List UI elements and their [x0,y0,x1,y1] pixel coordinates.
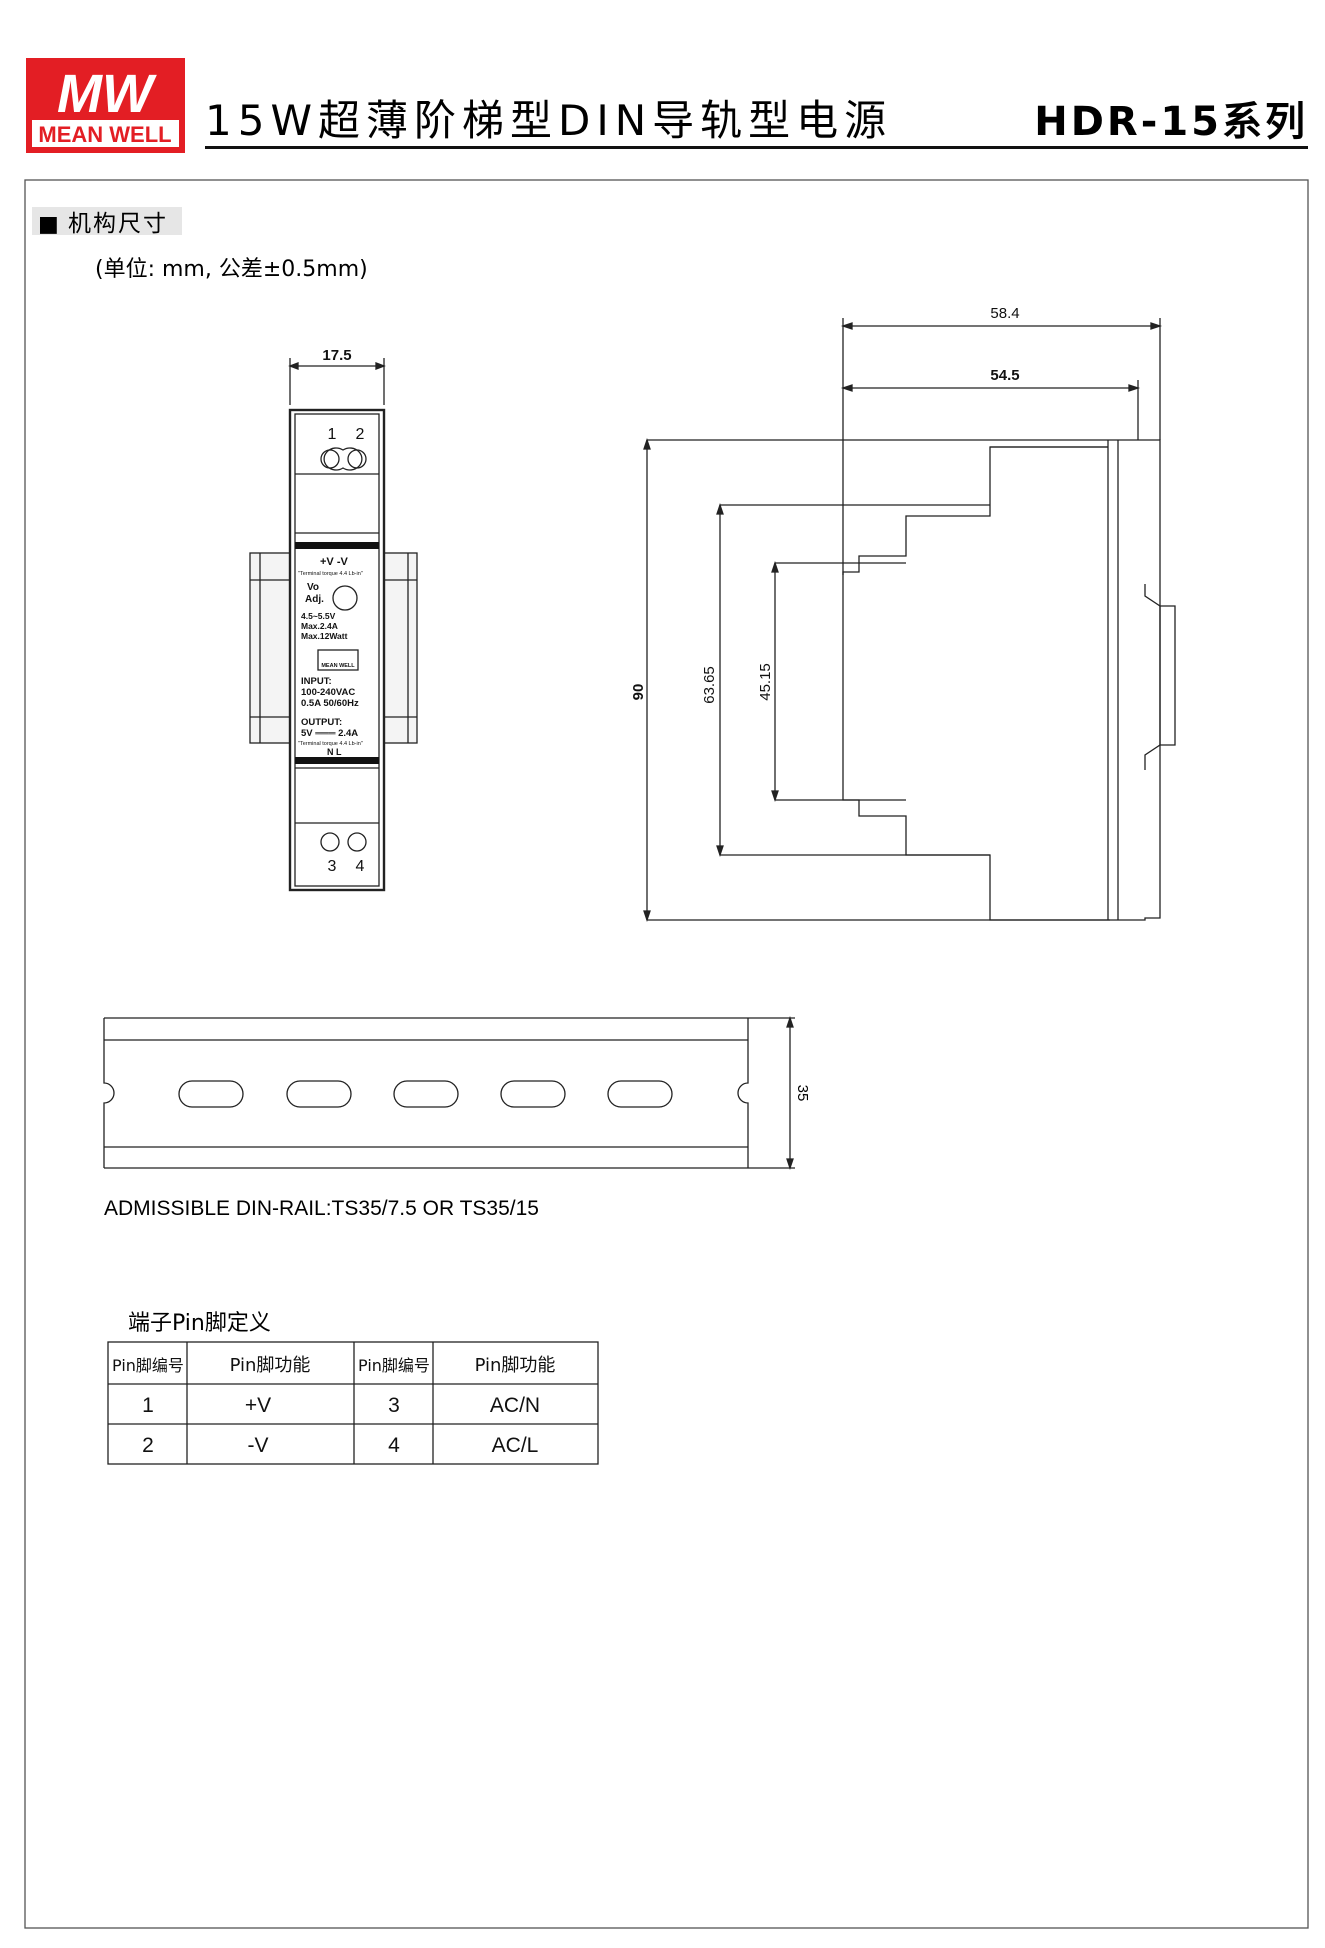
output-rating: 5V ═══ 2.4A [301,728,358,739]
spec-max-current: Max.2.4A [301,621,338,631]
din-rail-caption: ADMISSIBLE DIN-RAIL:TS35/7.5 OR TS35/15 [104,1197,539,1220]
pin-table-title: 端子Pin脚定义 [128,1311,271,1336]
small-logo-text: MEAN WELL [321,663,355,669]
pin-table-cell: 2 [142,1434,154,1457]
pin-table-header-function-1: Pin脚功能 [230,1355,311,1376]
brand-logo: MW MEAN WELL [26,58,185,153]
series-title: HDR-15系列 [1034,99,1308,145]
input-voltage: 100-240VAC [301,687,355,698]
logo-mw-mark: MW [57,64,157,124]
pin-table-header-function-2: Pin脚功能 [475,1355,556,1376]
pin-table-cell: AC/L [492,1434,539,1457]
terminal-2: 2 [356,426,365,443]
vo-label: Vo [307,582,319,593]
terminal-1: 1 [328,426,337,443]
output-heading: OUTPUT: [301,717,342,728]
torque-note-top: "Terminal torque 4.4 Lb-in" [298,571,363,577]
pin-table-cell: 4 [388,1434,400,1457]
dim-height-63-65: 63.65 [701,666,718,704]
din-rail-drawing [103,1015,795,1171]
input-heading: INPUT: [301,676,332,687]
dim-depth-54-5: 54.5 [990,367,1019,384]
input-terminal-labels: N L [327,747,342,757]
side-view-drawing [643,318,1176,923]
front-view-drawing [249,358,418,892]
front-view-labels: 17.5 1 2 3 4 +V -V "Terminal torque 4.4 … [298,347,365,875]
adj-label: Adj. [305,594,324,605]
header-rule [205,146,1308,149]
logo-mean-well-text: MEAN WELL [38,122,171,147]
document-title: 15W超薄阶梯型DIN导轨型电源 [205,96,892,145]
pin-table-cell: 3 [388,1394,400,1417]
pin-table-cell: -V [248,1434,269,1457]
torque-note-bottom: "Terminal torque 4.4 Lb-in" [298,741,363,747]
dim-height-90: 90 [630,684,647,701]
pin-table-header-pin-no-2: Pin脚编号 [358,1356,430,1375]
pin-table: Pin脚编号 Pin脚功能 Pin脚编号 Pin脚功能 1 +V 3 AC/N … [107,1341,599,1465]
pin-table-cell: +V [245,1394,271,1417]
section-heading: 机构尺寸 [68,211,168,237]
input-current-freq: 0.5A 50/60Hz [301,698,359,709]
section-heading-bg [32,207,182,235]
output-terminal-labels: +V -V [320,556,348,568]
dim-height-45-15: 45.15 [757,663,774,701]
terminal-3: 3 [328,858,337,875]
pin-table-cell: 1 [142,1394,154,1417]
pin-table-cell: AC/N [490,1394,540,1417]
pin-table-header-pin-no-1: Pin脚编号 [112,1356,184,1375]
terminal-4: 4 [356,858,365,875]
spec-max-watt: Max.12Watt [301,631,348,641]
side-view-labels: 58.4 54.5 90 63.65 45.15 [630,305,1020,704]
spec-voltage-range: 4.5~5.5V [301,611,336,621]
unit-note: (单位: mm, 公差±0.5mm) [95,257,368,282]
section-bullet: ■ [38,212,59,237]
dim-depth-58-4: 58.4 [990,305,1019,322]
page-frame [24,179,1309,1929]
dim-width-17-5: 17.5 [322,347,351,364]
dim-rail-height-35: 35 [794,1085,811,1102]
